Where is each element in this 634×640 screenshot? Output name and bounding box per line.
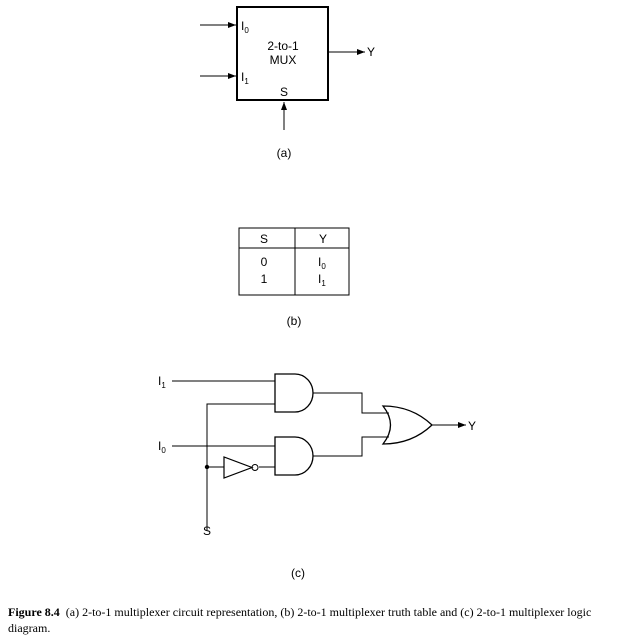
not-gate [223,456,254,479]
figure-number: Figure 8.4 [8,605,60,619]
truth-table: S Y 0 I0 1 I1 (b) [238,227,350,328]
logic-input-0-label: I0 [158,439,166,455]
part-c-label: (c) [291,566,305,580]
mux-output-label: Y [367,45,375,59]
table-cell-s-1: 1 [261,272,268,286]
mux-title-line1: 2-to-1 [267,39,299,53]
mux-input-0-label: I0 [241,19,249,35]
or-gate [381,405,433,445]
table-header-y: Y [319,232,327,246]
mux-title-line2: MUX [270,53,297,67]
junction-dot [204,464,210,470]
wire-s-to-top-and [206,403,275,530]
table-cell-s-0: 0 [261,255,268,269]
logic-output-label: Y [468,419,476,433]
wire-bottom-and-to-or [313,436,389,457]
mux-block-diagram: I0 I1 2-to-1 MUX S Y (a) [200,6,375,160]
mux-input-1-label: I1 [241,70,249,86]
mux-select-label: S [280,85,288,99]
part-a-label: (a) [277,146,292,160]
part-b-label: (b) [287,314,302,328]
logic-input-1-label: I1 [158,374,166,390]
logic-select-label: S [203,524,211,538]
caption-text: (a) 2-to-1 multiplexer circuit represent… [8,605,592,635]
mux-block [236,6,329,101]
wire-top-and-to-or [313,392,389,414]
and-gate-top [274,373,314,413]
table-header-s: S [260,232,268,246]
table-cell-y-1: I1 [318,272,326,288]
figure-caption: Figure 8.4(a) 2-to-1 multiplexer circuit… [8,604,628,636]
logic-diagram [172,373,466,530]
and-gate-bottom [274,436,314,476]
table-cell-y-0: I0 [318,255,326,271]
logic-diagram-labels: I1 I0 S Y (c) [158,374,476,580]
not-bubble [251,464,259,471]
